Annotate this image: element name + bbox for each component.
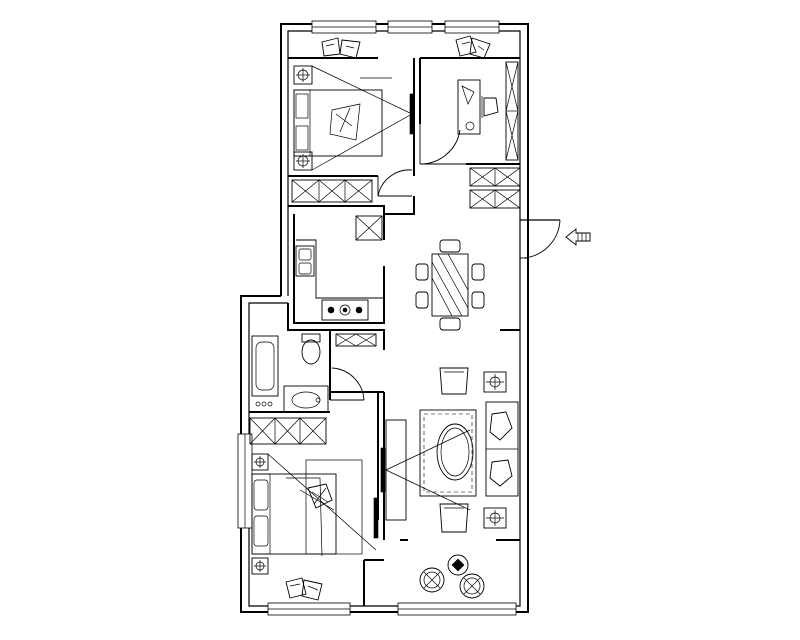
wardrobe-south [249, 417, 327, 445]
arrow-icon [565, 228, 591, 246]
wall-cabinet [469, 167, 521, 209]
counter-cabinet [335, 333, 377, 347]
windows [237, 20, 517, 616]
armchair-south [439, 503, 469, 533]
dining [415, 239, 485, 331]
bedroom-north [291, 37, 413, 203]
lounge-chairs-study [455, 35, 491, 59]
double-bed [293, 89, 383, 157]
study [455, 35, 521, 209]
wash-basin [283, 385, 329, 413]
desk-chair [481, 96, 499, 118]
kitchen [295, 215, 384, 347]
living-room [380, 367, 519, 533]
bedroom-south [249, 417, 377, 601]
round-chair-right [459, 573, 485, 599]
bookshelf [505, 61, 519, 161]
tv-wall-unit [380, 419, 471, 521]
nightstand-south-bottom [251, 557, 269, 575]
nightstand-bottom [293, 151, 313, 171]
toilet [301, 333, 321, 365]
refrigerator [355, 215, 383, 241]
lounge-chairs-south [285, 577, 323, 601]
coffee-table [419, 409, 477, 497]
round-table [447, 554, 469, 576]
dining-chairs [415, 239, 485, 331]
exterior-walls [240, 23, 529, 613]
round-chair-left [419, 567, 445, 593]
interior-walls [249, 57, 520, 606]
desk [457, 79, 481, 135]
double-bed-south [251, 473, 337, 557]
double-sink [295, 245, 315, 277]
nightstand-south-top [251, 453, 269, 471]
armchair-north [439, 367, 469, 395]
side-table-top [483, 371, 507, 393]
lounge-chairs-north [321, 37, 361, 59]
sofa-right [485, 401, 519, 497]
dining-table [431, 253, 469, 317]
wardrobe-north [291, 179, 373, 203]
nightstand-top [293, 65, 313, 85]
bathtub [251, 335, 279, 407]
side-table-bottom [483, 507, 507, 529]
bathroom [251, 333, 329, 413]
balcony [419, 554, 485, 599]
gas-hob [321, 299, 369, 321]
